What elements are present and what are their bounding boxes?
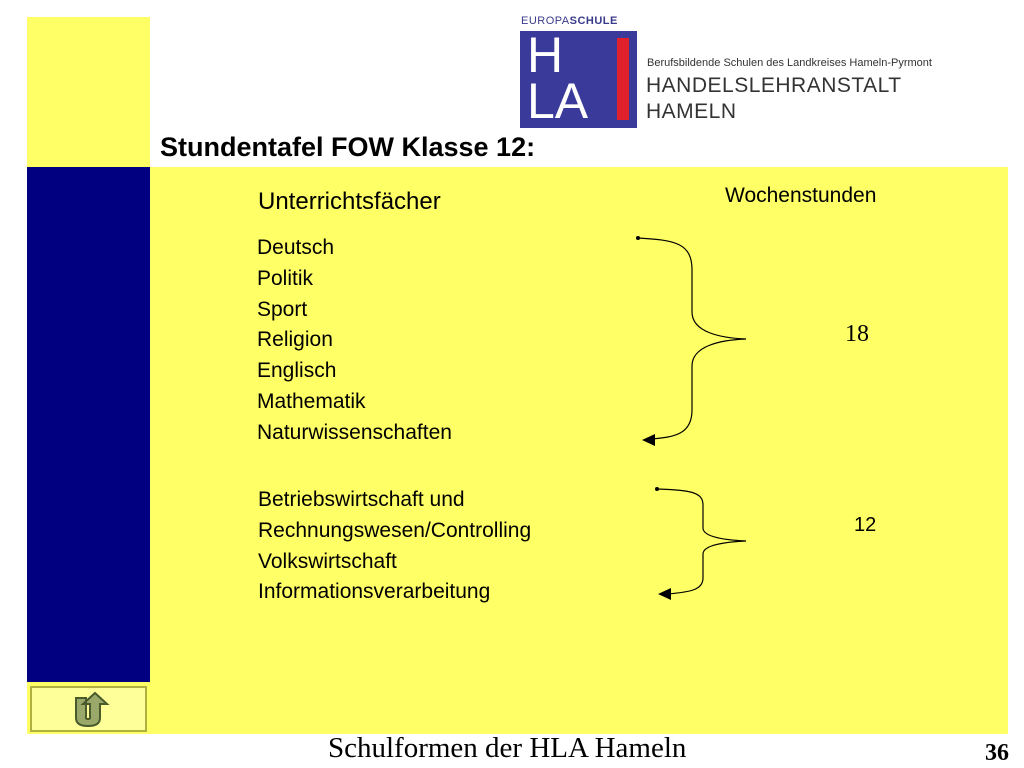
subject-list-group-2: Betriebswirtschaft und Rechnungswesen/Co… (258, 485, 531, 608)
logo-subtitle: Berufsbildende Schulen des Landkreises H… (647, 57, 932, 69)
subject-item: Englisch (257, 359, 337, 383)
subject-item: Sport (257, 297, 308, 321)
subject-item: Informationsverarbeitung (258, 580, 491, 604)
subject-item: Mathematik (257, 389, 366, 413)
column-header-hours: Wochenstunden (725, 184, 877, 207)
logo-name-line2: HAMELN (646, 100, 737, 123)
subject-item: Religion (257, 328, 333, 352)
logo-mark-bottom: LA (527, 73, 589, 129)
logo-badge-text: EUROPASCHULE (521, 15, 618, 27)
u-turn-arrow-icon (75, 691, 110, 728)
subject-list-group-1: Deutsch Politik Sport Religion Englisch … (257, 233, 452, 449)
sidebar-navy-panel (27, 167, 150, 682)
hours-group-1: 18 (845, 321, 869, 347)
logo-name-line1: HANDELSLEHRANSTALT (646, 74, 902, 97)
subject-item: Deutsch (257, 236, 335, 259)
subject-item: Volkswirtschaft (258, 549, 397, 573)
page-number: 36 (985, 740, 1009, 766)
subject-item: Politik (257, 266, 314, 290)
subject-item: Betriebswirtschaft und (258, 488, 465, 511)
content-panel (150, 167, 1008, 734)
sidebar-top-panel (27, 17, 150, 167)
logo-mark-top: H (527, 27, 564, 83)
column-header-subjects: Unterrichtsfächer (258, 188, 441, 215)
page-title: Stundentafel FOW Klasse 12: (160, 132, 536, 162)
back-button[interactable] (30, 686, 147, 732)
subject-item: Naturwissenschaften (257, 420, 452, 444)
hours-group-2: 12 (854, 514, 877, 536)
logo-red-bar (617, 38, 629, 120)
subject-item: Rechnungswesen/Controlling (258, 518, 532, 542)
footer-title: Schulformen der HLA Hameln (328, 732, 687, 764)
